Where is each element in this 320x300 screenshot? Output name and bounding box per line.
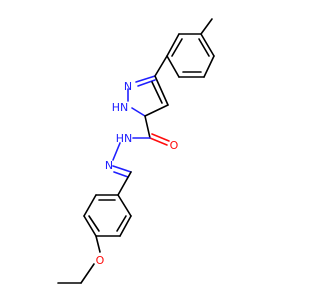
n-upper-label: N	[124, 80, 132, 93]
pyrazole-carbonyl-bond	[144, 115, 151, 139]
nh-amide-label: HN	[116, 132, 133, 145]
molecule-diagram: N HN HN N O O	[57, 18, 215, 284]
methyl-bond	[200, 18, 213, 35]
aryl-pyrazole-bond	[154, 55, 168, 77]
pyrazole-ring	[127, 75, 169, 117]
n-n-bond	[112, 142, 121, 161]
o-carbonyl-label: O	[170, 139, 179, 152]
aryl-ether-bond	[95, 235, 101, 253]
o-ether-label: O	[96, 254, 105, 267]
carbonyl-double-bond	[149, 137, 168, 146]
imine-double-bond	[112, 165, 132, 173]
ethoxyphenyl-ring	[83, 194, 132, 237]
nh-pyrazole-label: HN	[112, 101, 129, 114]
n-imine-label: N	[105, 159, 113, 172]
structure-svg: N HN HN N O O	[57, 18, 215, 284]
vinyl-aryl-bond	[117, 171, 132, 196]
tolyl-ring	[166, 33, 215, 78]
ether-ethyl-bond	[80, 263, 95, 284]
